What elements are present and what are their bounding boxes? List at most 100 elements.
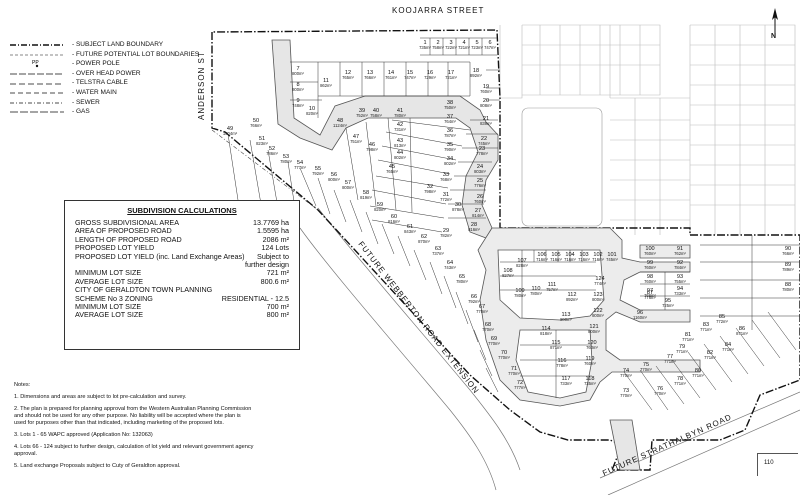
lot-number: 93 — [677, 274, 683, 280]
lot-area: 818m² — [540, 331, 552, 336]
calc-value: 13.7769 ha — [253, 218, 289, 227]
calc-label: AVERAGE LOT SIZE — [75, 310, 144, 320]
lot-number: 68 — [485, 322, 491, 328]
street-anderson: ANDERSON ST — [197, 51, 206, 120]
lot-number: 14 — [388, 70, 394, 76]
note-item: 4. Lots 66 - 124 subject to further desi… — [14, 444, 254, 457]
note-item: 2. The plan is prepared for planning app… — [14, 406, 252, 426]
lot-number: 78 — [677, 376, 683, 382]
subject-land-boundary — [211, 29, 800, 471]
lot-number: 84 — [725, 342, 731, 348]
lot-area: 751m² — [350, 139, 362, 144]
lot-number: 40 — [373, 108, 379, 114]
legend-label: - SEWER — [72, 98, 100, 106]
lot-area: 777m² — [514, 385, 526, 390]
lot-number: 31 — [443, 192, 449, 198]
lot-area: 800m² — [592, 297, 604, 302]
adjacent-lot-box: 110 — [757, 453, 798, 476]
service-lines — [211, 129, 319, 211]
lot-area: 871m² — [736, 331, 748, 336]
lot-number: 32 — [427, 184, 433, 190]
lot-number: 118 — [586, 376, 595, 382]
lot-number: 43 — [397, 138, 403, 144]
north-arrow-icon — [772, 8, 778, 36]
lot-number: 1 — [423, 40, 426, 46]
lot-number: 101 — [607, 252, 616, 258]
legend-label: - FUTURE POTENTIAL LOT BOUNDARIES — [72, 50, 200, 58]
lot-number: 112 — [568, 292, 577, 298]
lot-number: 45 — [389, 164, 395, 170]
lot-area: 722m² — [445, 45, 457, 50]
lot-area: 843m² — [404, 229, 416, 234]
lot-area: 778m² — [476, 151, 488, 156]
lot-area: 758m² — [432, 45, 444, 50]
lot-area: 760m² — [644, 251, 656, 256]
lot-area: 747m² — [404, 75, 416, 80]
calc-value: 800.6 m² — [260, 276, 289, 286]
adjacent-lot-number: 110 — [764, 460, 774, 466]
lot-area: 765m² — [386, 169, 398, 174]
lot-area: 870m² — [418, 239, 430, 244]
lot-area: 766m² — [364, 75, 376, 80]
lot-area: 771m² — [664, 359, 676, 364]
lot-number: 37 — [447, 114, 453, 120]
lot-area: 771m² — [704, 355, 716, 360]
lot-number: 117 — [562, 376, 571, 382]
lot-area: 816m² — [388, 219, 400, 224]
lot-area: 716m² — [550, 257, 562, 262]
lot-number: 6 — [488, 40, 491, 46]
lot-number: 58 — [363, 190, 369, 196]
lot-number: 90 — [785, 246, 791, 252]
legend-label: - OVER HEAD POWER — [72, 69, 141, 77]
lot-area: 813m² — [394, 143, 406, 148]
lot-area: 780m² — [280, 159, 292, 164]
lot-number: 71 — [511, 366, 517, 372]
lot-number: 28 — [471, 222, 477, 228]
lot-number: 77 — [667, 354, 673, 360]
lot-number: 89 — [785, 262, 791, 268]
lot-number: 94 — [677, 286, 683, 292]
lot-number: 67 — [479, 304, 485, 310]
lot-labels: 1735m²2758m²3722m²4721m²5723m²6747m²7800… — [223, 40, 795, 398]
lot-area: 725m² — [662, 303, 674, 308]
lot-number: 104 — [565, 252, 574, 258]
lot-number: 63 — [435, 246, 441, 252]
lot-number: 100 — [645, 246, 654, 252]
lot-number: 111 — [548, 282, 557, 288]
lot-number: 42 — [397, 122, 403, 128]
legend-row: - SUBJECT LAND BOUNDARY — [8, 40, 208, 50]
lot-area: 733m² — [560, 381, 572, 386]
lot-number: 120 — [587, 340, 596, 346]
lot-number: 88 — [785, 282, 791, 288]
lot-number: 92 — [677, 260, 683, 266]
lot-area: 760m² — [644, 279, 656, 284]
lot-area: 750m² — [444, 105, 456, 110]
lot-number: 95 — [665, 298, 671, 304]
legend-label: - TELSTRA CABLE — [72, 79, 128, 87]
calc-label: LENGTH OF PROPOSED ROAD — [75, 234, 182, 244]
lot-number: 11 — [323, 78, 329, 84]
legend-symbol-icon: PP — [8, 59, 66, 68]
lot-area: 771m² — [722, 347, 734, 352]
lot-number: 96 — [637, 310, 643, 316]
lot-number: 10 — [309, 106, 315, 112]
lot-number: 51 — [259, 136, 265, 142]
lot-area: 771m² — [700, 327, 712, 332]
street-koojarra: KOOJARRA STREET — [392, 6, 484, 15]
lot-number: 52 — [269, 146, 275, 152]
note-item: 3. Lots 1 - 65 WAPC approved (Applicatio… — [14, 432, 153, 438]
lot-number: 49 — [227, 126, 233, 132]
lot-area: 772m² — [440, 197, 452, 202]
lot-number: 115 — [552, 340, 561, 346]
legend: - SUBJECT LAND BOUNDARY- FUTURE POTENTIA… — [8, 40, 208, 117]
lot-area: 771m² — [682, 337, 694, 342]
lot-area: 771m² — [674, 381, 686, 386]
lot-area: 802m² — [444, 161, 456, 166]
lot-area: 789m² — [782, 267, 794, 272]
calc-label: PROPOSED LOT YIELD (inc. Land Exchange A… — [75, 251, 245, 261]
lot-area: 780m² — [514, 293, 526, 298]
calc-value: Subject to — [257, 251, 289, 261]
legend-row: - GAS — [8, 107, 208, 117]
